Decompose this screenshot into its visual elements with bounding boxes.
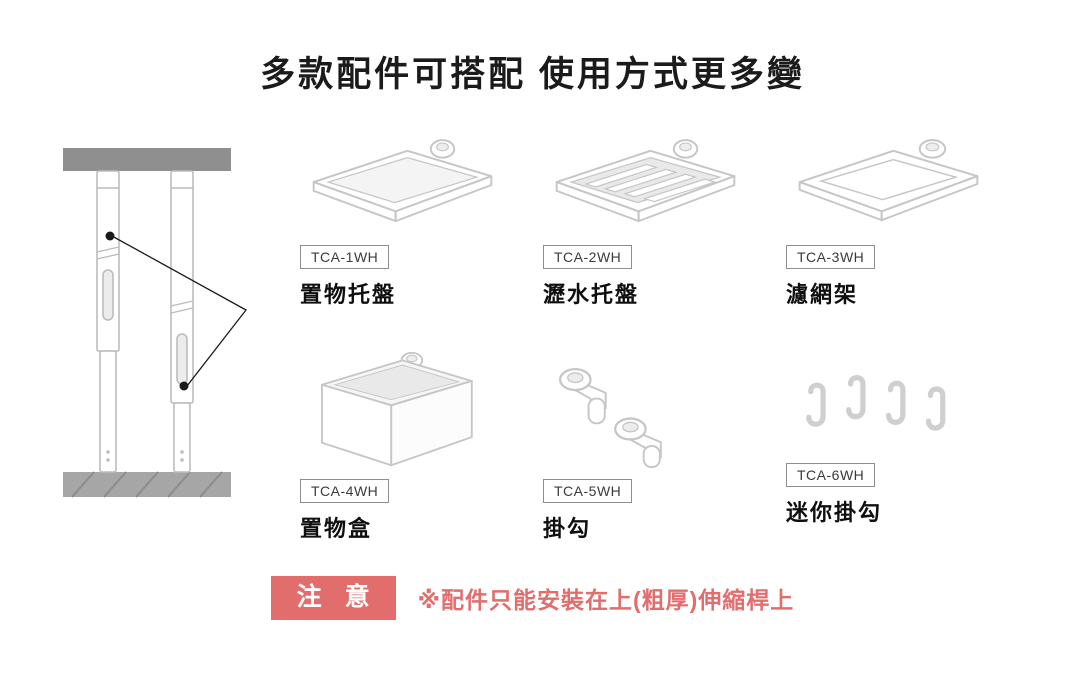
accessory-card-tray: TCA-1WH 置物托盤 bbox=[300, 133, 515, 309]
model-badge: TCA-1WH bbox=[300, 245, 390, 269]
item-name: 瀝水托盤 bbox=[543, 282, 640, 307]
accessory-card-drain-tray: TCA-2WH 瀝水托盤 bbox=[543, 133, 758, 309]
notice-bar: 注 意 ※配件只能安裝在上(粗厚)伸縮桿上 bbox=[0, 576, 1065, 620]
model-badge: TCA-4WH bbox=[300, 479, 390, 503]
model-badge: TCA-3WH bbox=[786, 245, 876, 269]
accessory-card-storage-box: TCA-4WH 置物盒 bbox=[300, 351, 515, 541]
drain-tray-illustration bbox=[543, 133, 758, 235]
item-name: 置物盒 bbox=[300, 515, 373, 541]
storage-tray-illustration bbox=[300, 133, 515, 235]
item-name: 濾網架 bbox=[786, 282, 859, 307]
item-name: 掛勾 bbox=[543, 515, 592, 541]
hooks-illustration bbox=[543, 351, 758, 469]
item-name: 置物托盤 bbox=[300, 282, 397, 307]
mini-hooks-illustration bbox=[786, 351, 1001, 453]
model-badge: TCA-5WH bbox=[543, 479, 633, 503]
page-title: 多款配件可搭配 使用方式更多變 bbox=[260, 55, 805, 94]
item-name: 迷你掛勾 bbox=[786, 500, 883, 525]
tension-pole-diagram bbox=[60, 148, 255, 503]
model-badge: TCA-2WH bbox=[543, 245, 633, 269]
filter-rack-illustration bbox=[786, 133, 1001, 235]
accessory-card-mini-hooks: TCA-6WH 迷你掛勾 bbox=[786, 351, 1001, 527]
model-badge: TCA-6WH bbox=[786, 463, 876, 487]
accessory-grid: TCA-1WH 置物托盤 bbox=[300, 133, 1001, 541]
storage-box-illustration bbox=[300, 351, 515, 469]
accessory-card-hooks: TCA-5WH 掛勾 bbox=[543, 351, 758, 541]
accessory-card-filter-rack: TCA-3WH 濾網架 bbox=[786, 133, 1001, 309]
notice-badge: 注 意 bbox=[270, 576, 396, 620]
notice-text: ※配件只能安裝在上(粗厚)伸縮桿上 bbox=[417, 586, 795, 613]
